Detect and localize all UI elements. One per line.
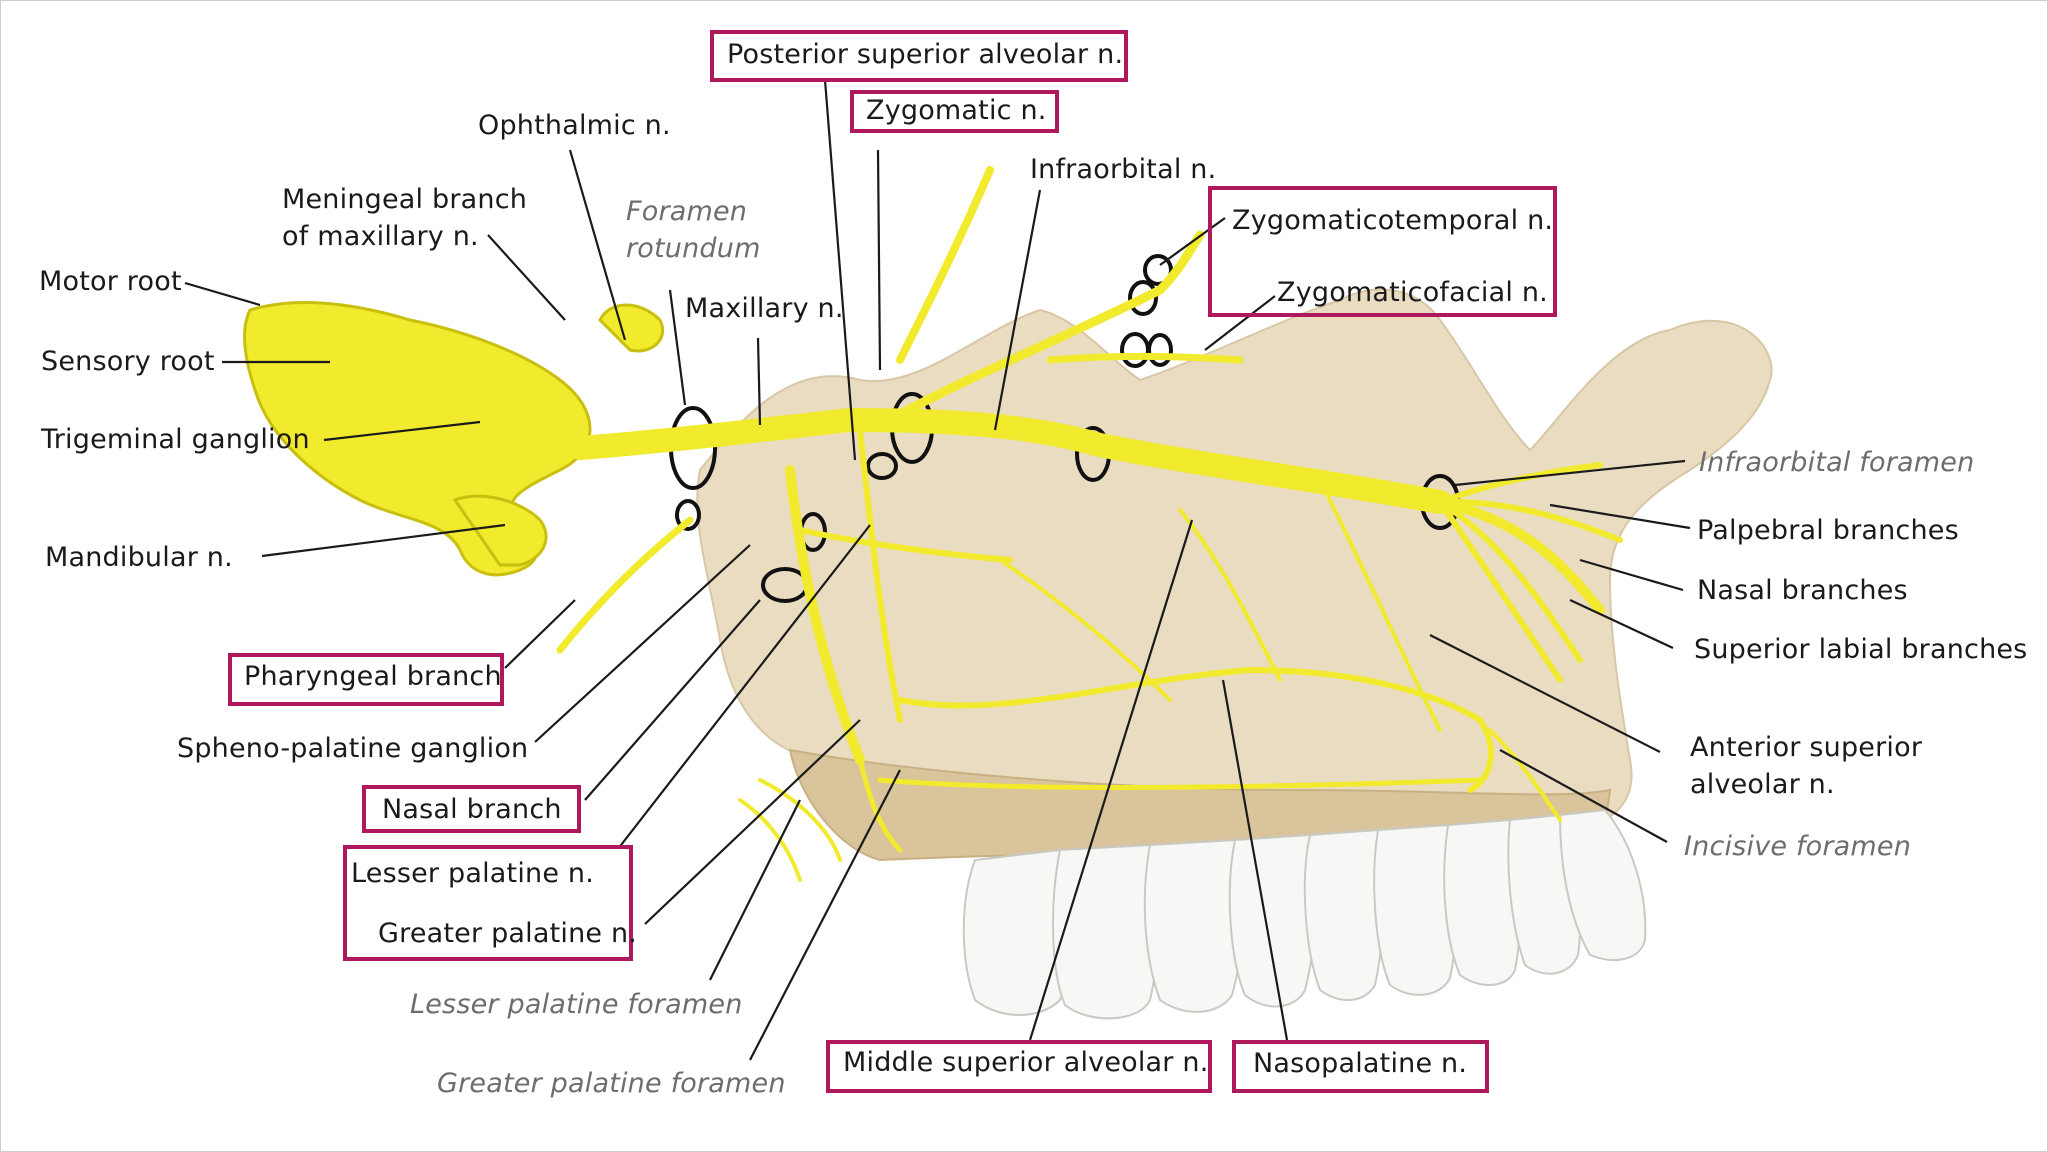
label-meningeal-line1: Meningeal branch [282, 183, 527, 217]
label-greater-palatine: Greater palatine n. [378, 917, 637, 951]
small-ring [1149, 335, 1171, 365]
label-nasopalatine: Nasopalatine n. [1253, 1047, 1467, 1081]
label-foramen-rotundum-line2: rotundum [626, 232, 761, 266]
tooth [1305, 830, 1383, 1000]
label-nasal-branch: Nasal branch [382, 793, 562, 827]
zygomatic-upward [900, 170, 990, 360]
label-pharyngeal-branch: Pharyngeal branch [244, 660, 502, 694]
label-infraorbital-foramen: Infraorbital foramen [1699, 446, 1974, 480]
label-sensory-root: Sensory root [41, 345, 215, 379]
label-greater-palatine-foramen: Greater palatine foramen [437, 1067, 786, 1101]
leader-line [878, 150, 880, 370]
label-zygomaticofacial: Zygomaticofacial n. [1277, 276, 1548, 310]
label-zygomaticotemporal: Zygomaticotemporal n. [1232, 204, 1553, 238]
zygomaticofacial-branch [1050, 356, 1240, 360]
label-meningeal-line2: of maxillary n. [282, 220, 479, 254]
tooth [1053, 845, 1157, 1018]
descending-twig [740, 800, 800, 880]
leader-line [505, 600, 575, 668]
tooth [1230, 835, 1316, 1006]
label-maxillary: Maxillary n. [685, 292, 844, 326]
label-lesser-palatine: Lesser palatine n. [351, 857, 594, 891]
leader-line [488, 235, 565, 320]
label-zygomatic: Zygomatic n. [866, 94, 1047, 128]
label-superior-labial-branches: Superior labial branches [1694, 633, 2027, 667]
label-mandibular: Mandibular n. [45, 541, 233, 575]
label-motor-root: Motor root [39, 265, 182, 299]
label-middle-superior-alveolar: Middle superior alveolar n. [843, 1046, 1208, 1080]
label-ophthalmic: Ophthalmic n. [478, 109, 671, 143]
label-trigeminal-ganglion: Trigeminal ganglion [41, 423, 310, 457]
label-foramen-rotundum-line1: Foramen [626, 195, 747, 229]
small-ring [1122, 334, 1148, 366]
leader-line [710, 800, 800, 980]
label-sphenopalatine-ganglion: Spheno-palatine ganglion [177, 732, 528, 766]
label-incisive-foramen: Incisive foramen [1684, 830, 1911, 864]
ophthalmic-stub [600, 305, 663, 351]
label-anterior-superior-line2: alveolar n. [1690, 768, 1835, 802]
label-nasal-branches: Nasal branches [1697, 574, 1908, 608]
label-infraorbital: Infraorbital n. [1030, 153, 1216, 187]
leader-line [570, 150, 625, 340]
tooth [1145, 840, 1242, 1012]
leader-line [670, 290, 685, 405]
label-lesser-palatine-foramen: Lesser palatine foramen [410, 988, 743, 1022]
leader-line [185, 283, 260, 305]
label-anterior-superior-line1: Anterior superior [1690, 731, 1922, 765]
pharyngeal-branch [560, 520, 690, 650]
label-palpebral-branches: Palpebral branches [1697, 514, 1959, 548]
label-posterior-superior-alveolar: Posterior superior alveolar n. [727, 38, 1123, 72]
